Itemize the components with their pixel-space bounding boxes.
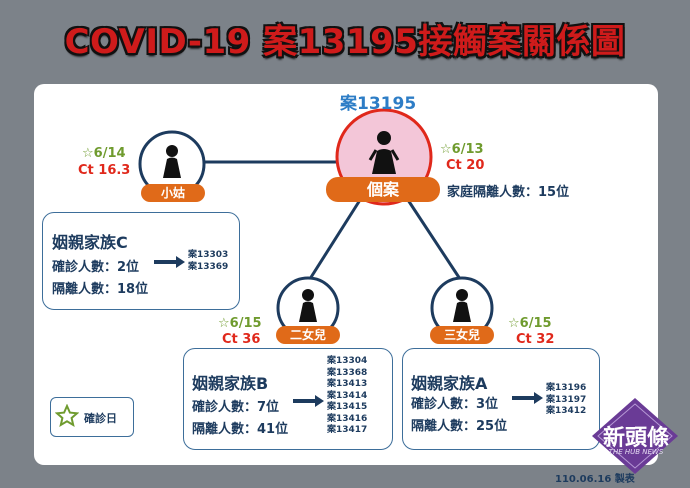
family-a-title: 姻親家族A xyxy=(411,374,488,393)
page-title: COVID-19 案13195接觸案關係圖 xyxy=(64,22,626,62)
second-daughter-ct: Ct 36 xyxy=(222,332,261,347)
family-a-box xyxy=(402,348,600,450)
third-daughter-person-icon xyxy=(430,276,494,340)
family-c-box xyxy=(42,212,240,310)
third-daughter-ct: Ct 32 xyxy=(516,332,555,347)
family-b-confirmed: 確診人數：7位 xyxy=(192,400,280,415)
case-number: 案13368 xyxy=(327,367,368,378)
aunt-ct: Ct 16.3 xyxy=(78,163,131,178)
family-b-quarantined: 隔離人數：41位 xyxy=(192,422,289,437)
logo-text: 新頭條 xyxy=(602,426,669,451)
case-number: 案13197 xyxy=(546,394,587,405)
aunt-date: ☆6/14 xyxy=(82,146,126,161)
case-number: 案13415 xyxy=(327,402,368,412)
second-daughter-label: 二女兒 xyxy=(276,326,340,344)
legend-label: 確診日 xyxy=(84,412,117,425)
family-b-box xyxy=(183,348,393,450)
index-case-name: 案13195 xyxy=(340,94,417,114)
family-c-confirmed: 確診人數：2位 xyxy=(52,260,140,275)
footer-date: 110.06.16 製表 xyxy=(555,474,635,485)
third-daughter-date: ☆6/15 xyxy=(508,316,552,331)
family-c-title: 姻親家族C xyxy=(52,233,128,252)
case-number: 案13303 xyxy=(188,250,229,260)
aunt-person-icon xyxy=(138,130,206,198)
family-a-arrow-icon xyxy=(512,392,543,404)
family-c-arrow-icon xyxy=(154,256,185,268)
case-number: 案13413 xyxy=(327,379,368,389)
family-a-quarantined: 隔離人數：25位 xyxy=(411,419,508,434)
family-b-cases: 案13304 案13368 案13413 案13414 案13415 案1341… xyxy=(327,356,367,437)
third-daughter-label: 三女兒 xyxy=(430,326,494,344)
family-a-confirmed: 確診人數：3位 xyxy=(411,397,499,412)
case-number: 案13417 xyxy=(327,425,368,435)
case-number: 案13369 xyxy=(188,261,229,272)
second-daughter-person-icon xyxy=(276,276,340,340)
case-number: 案13304 xyxy=(327,356,368,366)
legend-box xyxy=(50,397,134,437)
logo-badge xyxy=(592,398,678,474)
family-a-cases: 案13196 案13197 案13412 xyxy=(546,383,586,418)
household-quarantine: 家庭隔離人數：15位 xyxy=(447,185,570,200)
line-index-to-third-daughter xyxy=(406,199,464,283)
index-case-date: ☆6/13 xyxy=(440,142,484,157)
line-index-to-second-daughter xyxy=(306,199,362,283)
case-number: 案13414 xyxy=(327,390,368,401)
family-b-arrow-icon xyxy=(293,395,324,407)
case-number: 案13416 xyxy=(327,413,368,424)
index-case-ct: Ct 20 xyxy=(446,158,485,173)
second-daughter-date: ☆6/15 xyxy=(218,316,262,331)
logo-subtext: THE HUB NEWS xyxy=(608,448,664,456)
case-number: 案13412 xyxy=(546,406,587,416)
star-icon xyxy=(55,404,79,428)
family-b-title: 姻親家族B xyxy=(192,374,269,393)
family-c-cases: 案13303 案13369 xyxy=(188,250,228,273)
family-c-quarantined: 隔離人數：18位 xyxy=(52,282,149,297)
case-number: 案13196 xyxy=(546,383,587,393)
index-case-label: 個案 xyxy=(326,177,440,202)
aunt-label: 小姑 xyxy=(141,184,205,202)
